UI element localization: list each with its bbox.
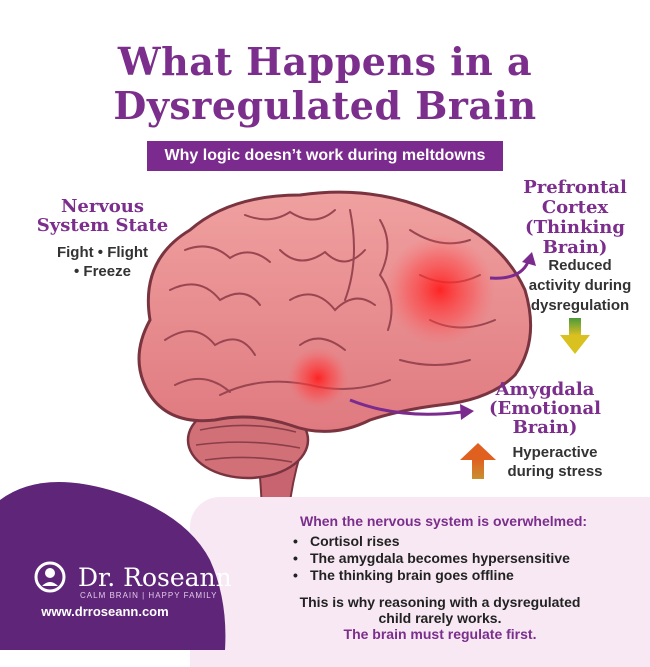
amy-title-line-1: Amygdala [495,379,595,400]
list-item: Cortisol rises [293,533,570,550]
pfc-text-line-3: dysregulation [530,297,630,314]
prefrontal-title: Prefrontal Cortex (Thinking Brain) [505,178,645,258]
subtitle-banner: Why logic doesn’t work during meltdowns [147,141,503,171]
amygdala-title: Amygdala (Emotional Brain) [475,380,615,437]
nervous-system-title: Nervous System State [30,197,175,235]
amygdala-hotspot [288,348,348,408]
list-item: The amygdala becomes hypersensitive [293,550,570,567]
brand-corner [0,482,226,650]
prefrontal-text: Reduced activity during dysregulation [520,256,640,316]
amy-title-line-3: Brain) [512,417,578,438]
closing-line-1: This is why reasoning with a dysregulate… [299,594,581,610]
amy-text-line-1: Hyperactive [512,444,598,461]
ns-text-line-1: Fight • Flight [56,244,149,261]
amy-title-line-2: (Emotional [488,398,602,419]
brand-name: Dr. Roseann [78,563,232,592]
title-line-2: Dysregulated Brain [113,83,537,128]
amygdala-pointer-arrow [349,398,463,416]
closing-line-2: child rarely works. [378,610,502,626]
list-item: The thinking brain goes offline [293,567,570,584]
down-arrow-icon [560,318,590,354]
prefrontal-hotspot [385,235,495,345]
title-line-1: What Happens in a [117,39,533,84]
amy-text-line-2: during stress [507,463,603,480]
pfc-title-line-1: Prefrontal [523,177,627,198]
prefrontal-pointer-arrow [489,261,530,280]
ns-text-line-2: • Freeze [74,263,131,280]
panel-closing: This is why reasoning with a dysregulate… [270,594,610,626]
up-arrow-icon [460,443,496,479]
brain-illustration [137,190,590,524]
panel-bullet-list: Cortisol rises The amygdala becomes hype… [293,533,570,584]
pfc-text-line-1: Reduced [548,257,612,274]
brand-url[interactable]: www.drroseann.com [41,604,169,619]
pfc-text-line-2: activity during [528,277,632,294]
amygdala-text: Hyperactive during stress [495,443,615,481]
nervous-system-text: Fight • Flight • Freeze [30,243,175,281]
page-title: What Happens in a Dysregulated Brain [0,40,650,128]
pfc-title-line-2: Cortex [541,197,609,218]
pfc-title-line-3: (Thinking [525,217,625,238]
ns-title-line-1: Nervous [60,196,145,217]
logo-icon [34,561,66,593]
brand-tagline: CALM BRAIN | HAPPY FAMILY [80,591,218,600]
ns-title-line-2: System State [36,215,169,236]
panel-closing-emphasis: The brain must regulate first. [343,626,537,642]
panel-heading: When the nervous system is overwhelmed: [300,513,588,529]
pfc-title-line-4: Brain) [542,237,608,258]
